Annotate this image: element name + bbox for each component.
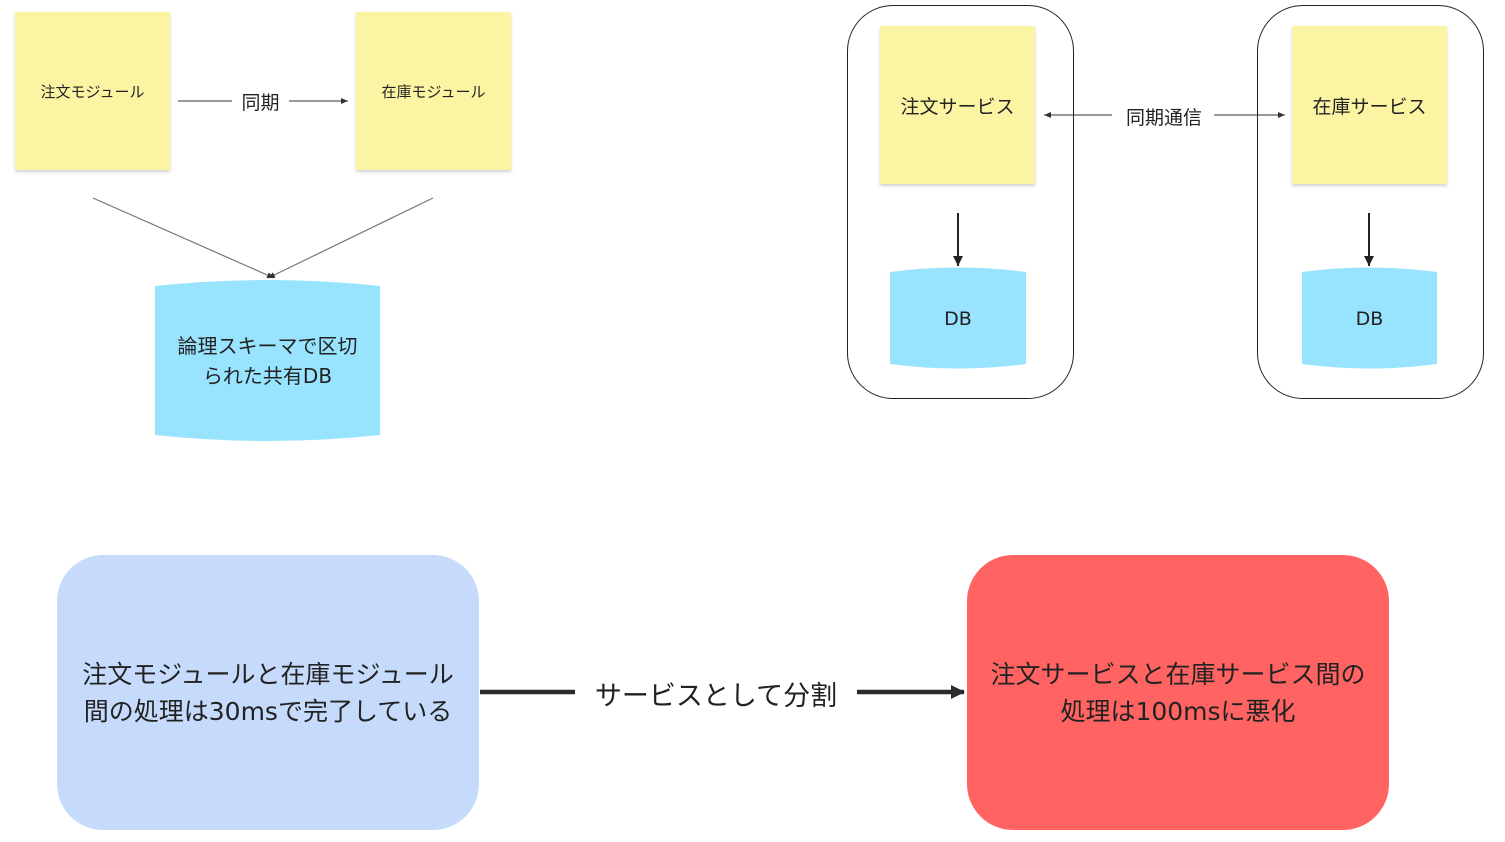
service-sync-label: 同期通信 [1114, 102, 1214, 130]
after-latency-box[interactable]: 注文サービスと在庫サービス間の 処理は100msに悪化 [967, 555, 1389, 830]
split-arrow-label: サービスとして分割 [577, 673, 855, 713]
shared-db-label: 論理スキーマで区切 られた共有DB [155, 288, 380, 434]
inventory-module-label: 在庫モジュール [381, 82, 486, 101]
after-latency-line2: 処理は100msに悪化 [1060, 696, 1296, 726]
inventory-service-label: 在庫サービス [1312, 95, 1427, 118]
inventory-module-to-db-arrow [267, 197, 434, 279]
order-service-sticky[interactable]: 注文サービス [880, 26, 1035, 184]
order-db-label: DB [944, 308, 972, 330]
order-db-cylinder [890, 267, 1026, 369]
before-latency-line2: 間の処理は30msで完了している [83, 696, 453, 726]
module-sync-label: 同期 [232, 88, 289, 114]
order-module-sticky[interactable]: 注文モジュール [15, 12, 170, 170]
order-module-to-db-arrow [92, 197, 275, 279]
after-latency-line1: 注文サービスと在庫サービス間の [990, 659, 1366, 689]
order-service-container [847, 5, 1074, 399]
inventory-db-cylinder [1302, 267, 1437, 369]
order-service-label: 注文サービス [900, 95, 1015, 118]
shared-db-label-line1: 論理スキーマで区切 [177, 334, 358, 358]
inventory-db-label: DB [1355, 308, 1384, 330]
shared-db-label-line2: られた共有DB [202, 364, 333, 388]
inventory-service-container [1257, 5, 1484, 399]
shared-db-cylinder [155, 280, 380, 441]
inventory-service-sticky[interactable]: 在庫サービス [1292, 26, 1447, 184]
order-module-label: 注文モジュール [40, 82, 145, 101]
before-latency-box[interactable]: 注文モジュールと在庫モジュール 間の処理は30msで完了している [57, 555, 479, 830]
before-latency-line1: 注文モジュールと在庫モジュール [82, 659, 454, 689]
inventory-module-sticky[interactable]: 在庫モジュール [356, 12, 511, 170]
